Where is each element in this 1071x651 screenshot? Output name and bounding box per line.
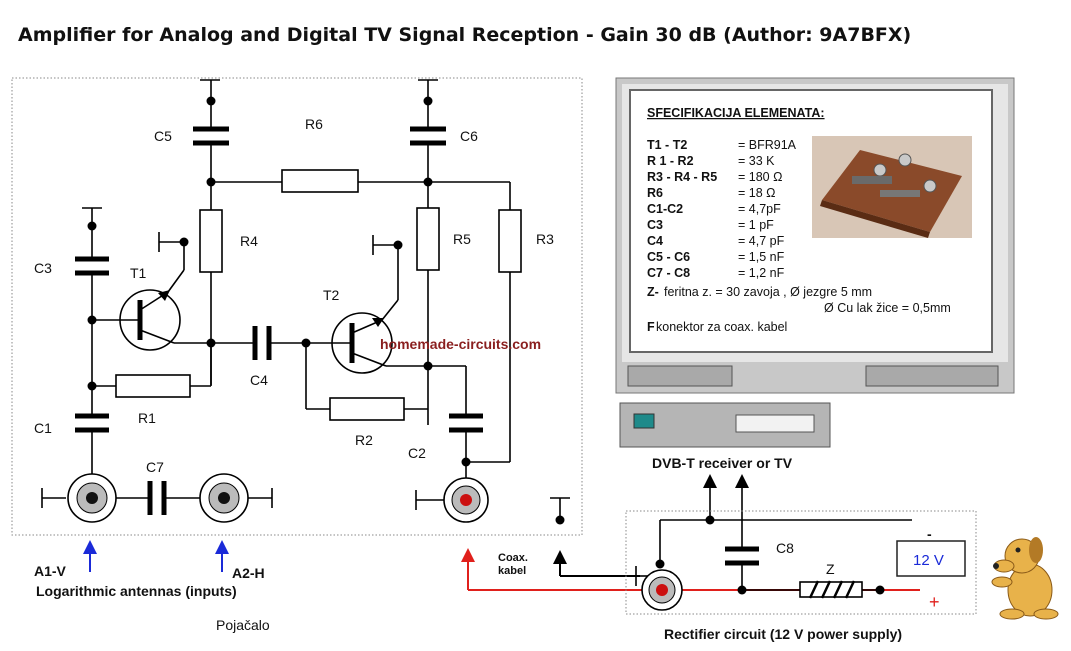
capacitor-c5 bbox=[193, 79, 229, 182]
spec-part: C7 - C8 bbox=[647, 266, 690, 280]
transistor-t1 bbox=[92, 232, 211, 351]
spec-heading: SFECIFIKACIJA ELEMENATA: bbox=[647, 106, 825, 120]
label-r6: R6 bbox=[305, 116, 323, 132]
spec-part: R6 bbox=[647, 186, 663, 200]
resistor-r5 bbox=[416, 182, 440, 425]
spec-value: = BFR91A bbox=[738, 138, 797, 152]
antenna-arrow-a1 bbox=[83, 540, 97, 572]
coax-connector-icon bbox=[41, 473, 117, 523]
amplifier-boundary bbox=[11, 77, 583, 536]
label-a2: A2-H bbox=[232, 565, 265, 581]
spec-wire-note: Ø Cu lak žice = 0,5mm bbox=[824, 301, 951, 315]
label-c6: C6 bbox=[460, 128, 478, 144]
coax-connector-icon bbox=[199, 473, 273, 523]
capacitor-c3 bbox=[75, 207, 109, 415]
label-c8: C8 bbox=[776, 540, 794, 556]
label-t2: T2 bbox=[323, 287, 340, 303]
label-c2: C2 bbox=[408, 445, 426, 461]
spec-value: = 18 Ω bbox=[738, 186, 776, 200]
label-dvbt: DVB-T receiver or TV bbox=[652, 455, 793, 471]
label-voltage: 12 V bbox=[913, 552, 944, 569]
rectifier-wiring bbox=[655, 515, 912, 599]
label-coax-2: kabel bbox=[498, 565, 526, 577]
spec-part: C3 bbox=[647, 218, 663, 232]
capacitor-c7 bbox=[116, 481, 200, 515]
label-t1: T1 bbox=[130, 265, 147, 281]
label-antennas: Logarithmic antennas (inputs) bbox=[36, 583, 237, 599]
spec-value: = 1,5 nF bbox=[738, 250, 785, 264]
spec-part: C4 bbox=[647, 234, 663, 248]
spec-value: = 180 Ω bbox=[738, 170, 782, 184]
label-r1: R1 bbox=[138, 410, 156, 426]
spec-value: = 1 pF bbox=[738, 218, 774, 232]
spec-part: C5 - C6 bbox=[647, 250, 690, 264]
resistor-r2 bbox=[305, 343, 428, 421]
spec-part: Z- bbox=[647, 285, 659, 299]
coax-connector-icon bbox=[415, 477, 489, 523]
voltage-box bbox=[896, 540, 966, 577]
resistor-r1 bbox=[92, 343, 212, 398]
capacitor-c4 bbox=[211, 326, 311, 360]
label-r4: R4 bbox=[240, 233, 258, 249]
spec-part: T1 - T2 bbox=[647, 138, 687, 152]
label-c5: C5 bbox=[154, 128, 172, 144]
receiver-arrows bbox=[703, 474, 749, 548]
label-r2: R2 bbox=[355, 432, 373, 448]
label-plus: + bbox=[929, 592, 940, 612]
rectifier-boundary bbox=[625, 510, 977, 615]
label-minus: - bbox=[927, 526, 932, 542]
spec-table: T1 - T2 = BFR91A R 1 - R2 = 33 K R3 - R4… bbox=[647, 138, 951, 334]
label-rectifier: Rectifier circuit (12 V power supply) bbox=[664, 626, 902, 642]
capacitor-c6 bbox=[410, 79, 446, 182]
spec-part: F bbox=[647, 320, 655, 334]
label-a1: A1-V bbox=[34, 563, 67, 579]
spec-value: = 4,7pF bbox=[738, 202, 781, 216]
component-photo bbox=[812, 136, 972, 238]
resistor-r6 bbox=[206, 169, 510, 193]
coax-ground-wire bbox=[553, 550, 640, 577]
dog-mascot-icon bbox=[991, 537, 1059, 620]
antenna-arrow-a2 bbox=[215, 540, 229, 572]
capacitor-c2 bbox=[428, 365, 483, 484]
label-c3: C3 bbox=[34, 260, 52, 276]
watermark-text: homemade-circuits.com bbox=[380, 336, 541, 352]
spec-connector-note: konektor za coax. kabel bbox=[656, 320, 787, 334]
resistor-r3 bbox=[466, 182, 522, 463]
label-z: Z bbox=[826, 561, 835, 577]
label-c1: C1 bbox=[34, 420, 52, 436]
label-r3: R3 bbox=[536, 231, 554, 247]
spec-value: feritna z. = 30 zavoja , Ø jezgre 5 mm bbox=[664, 285, 872, 299]
label-pojacalo: Pojačalo bbox=[216, 617, 270, 633]
spec-value: = 1,2 nF bbox=[738, 266, 785, 280]
label-coax-1: Coax. bbox=[498, 552, 528, 564]
label-c4: C4 bbox=[250, 372, 268, 388]
transistor-t2 bbox=[306, 235, 433, 374]
spec-value: = 4,7 pF bbox=[738, 234, 785, 248]
coax-connector-icon bbox=[635, 566, 683, 611]
ground-terminal-icon bbox=[550, 497, 570, 525]
spec-part: C1-C2 bbox=[647, 202, 683, 216]
label-c7: C7 bbox=[146, 459, 164, 475]
label-r5: R5 bbox=[453, 231, 471, 247]
spec-value: = 33 K bbox=[738, 154, 775, 168]
page-title: Amplifier for Analog and Digital TV Sign… bbox=[18, 24, 911, 46]
spec-part: R 1 - R2 bbox=[647, 154, 694, 168]
spec-part: R3 - R4 - R5 bbox=[647, 170, 717, 184]
dvbt-receiver-icon bbox=[619, 402, 831, 448]
